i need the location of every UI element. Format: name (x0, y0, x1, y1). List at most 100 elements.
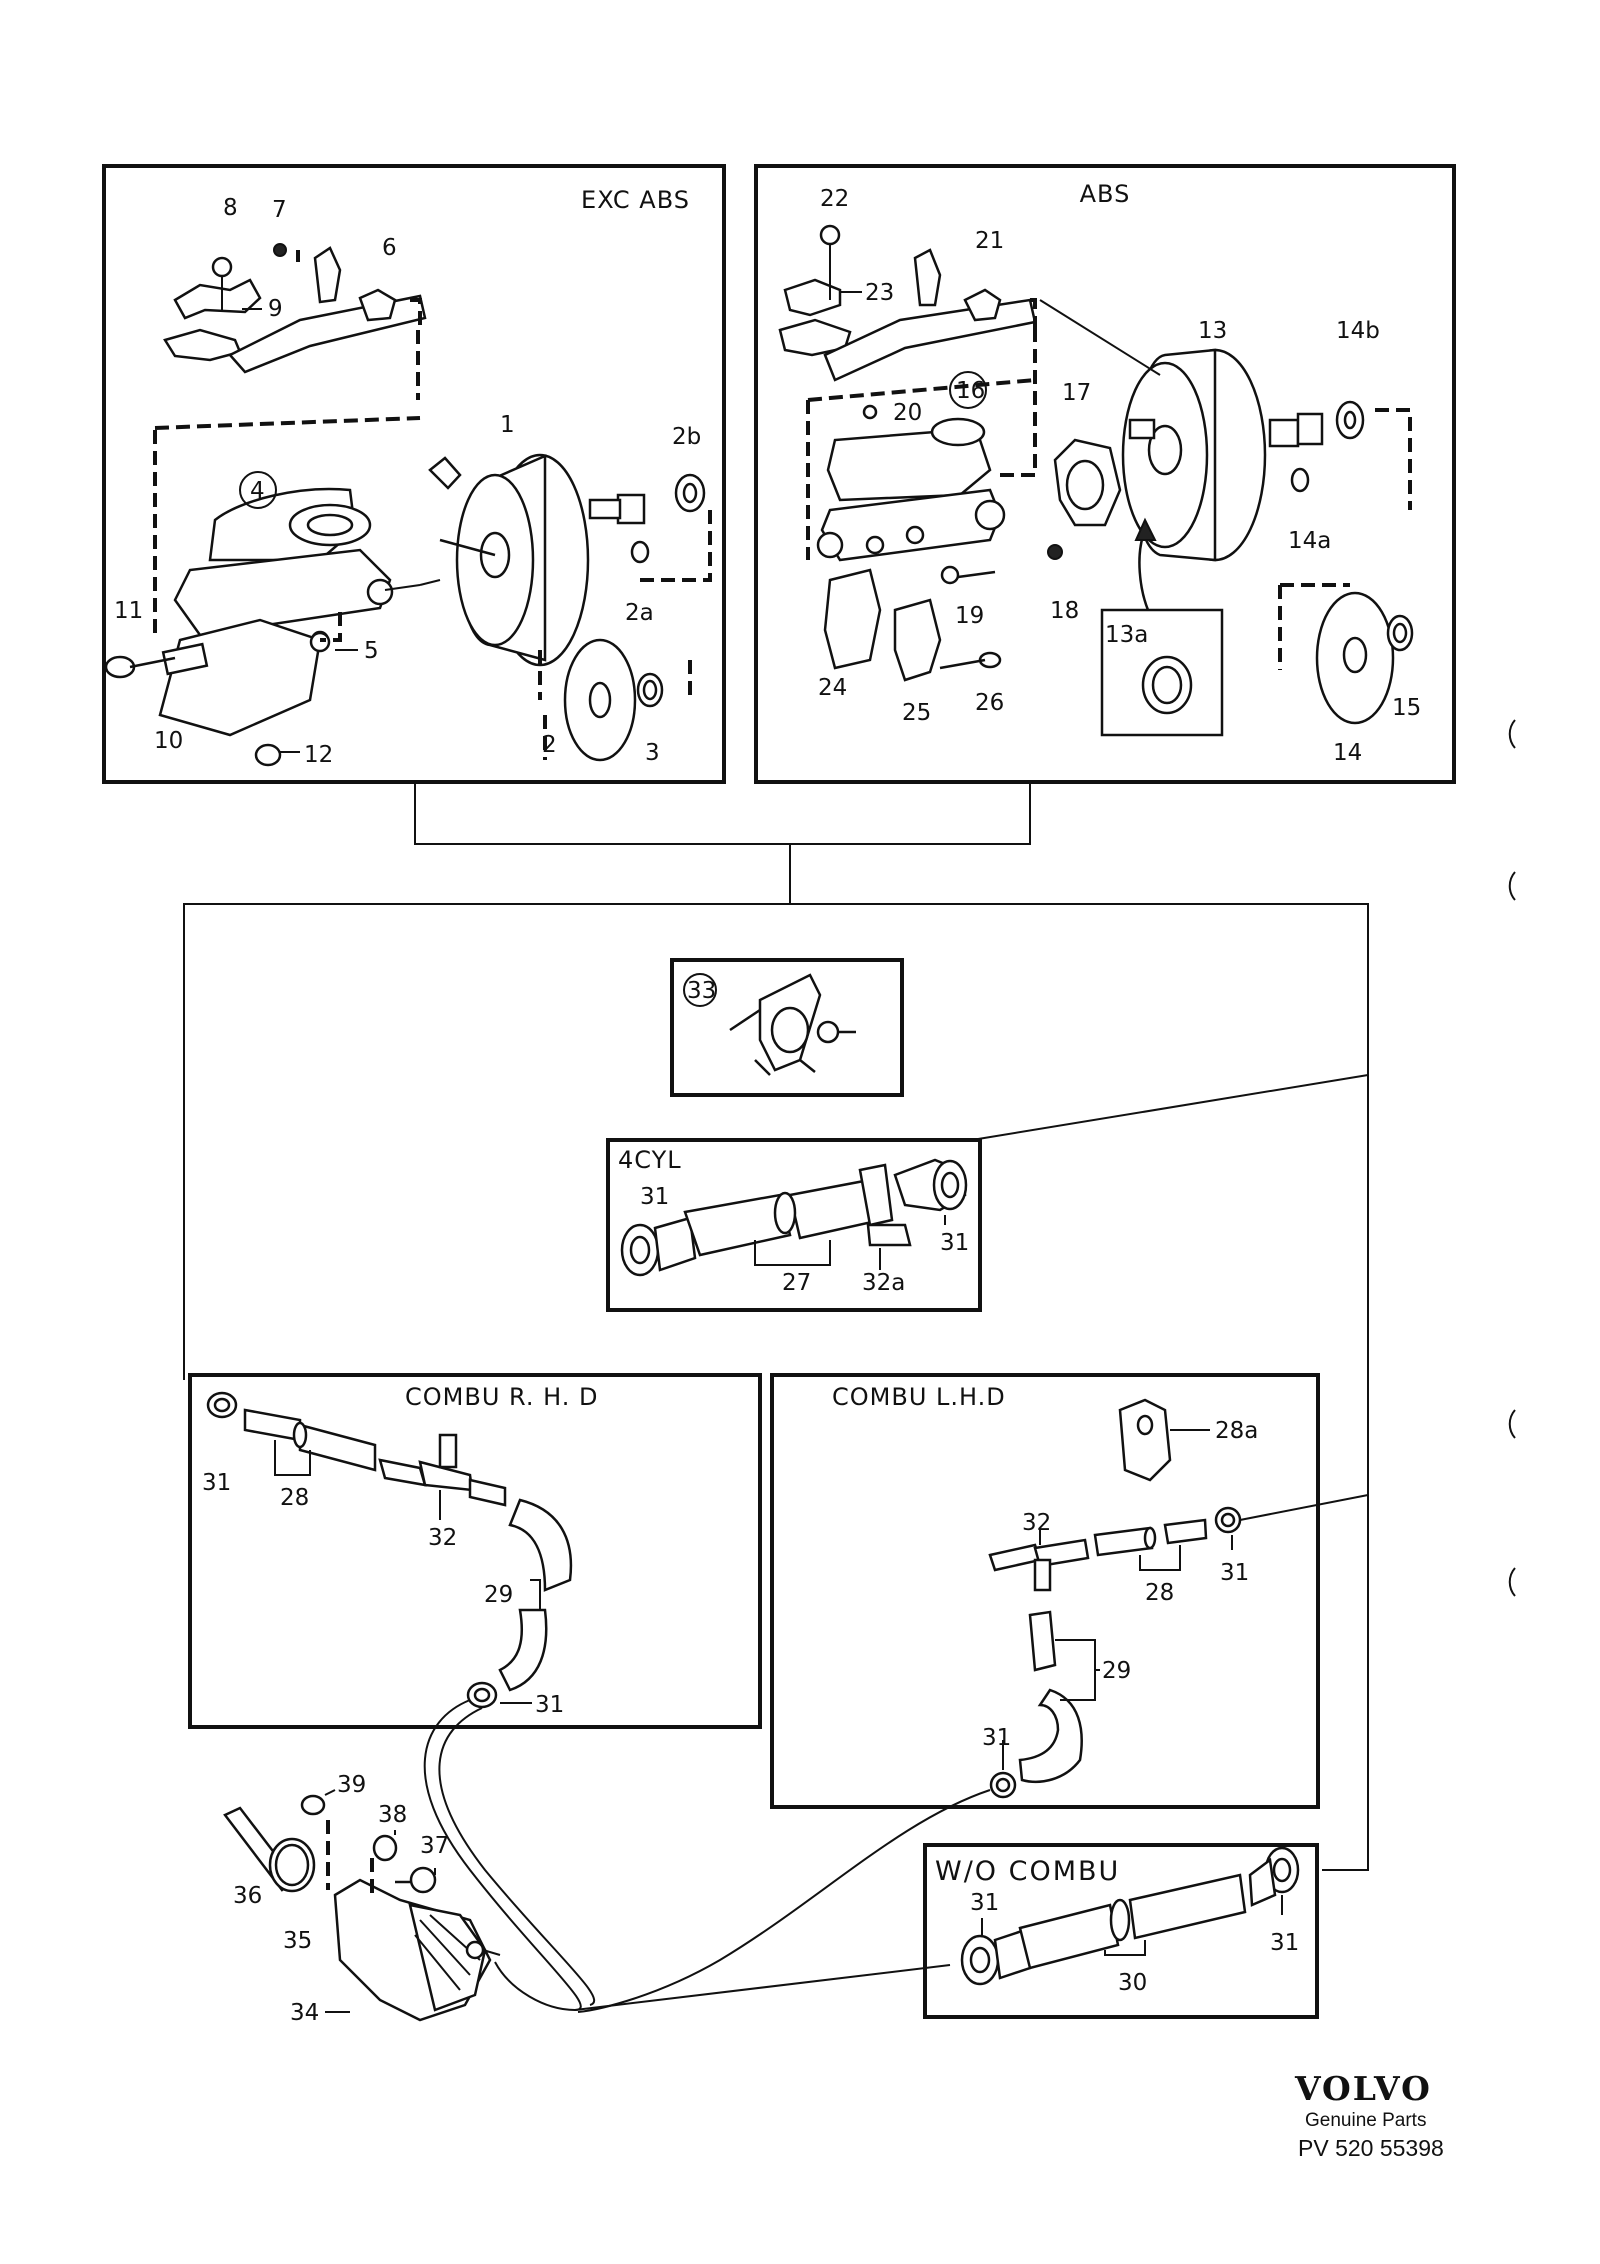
part-label: 4 (250, 478, 265, 504)
panel-combu-lhd-title: COMBU L.H.D (832, 1383, 1006, 1411)
hose-runs (423, 1699, 991, 2013)
part-label: 19 (955, 603, 984, 629)
part-label: 17 (1062, 380, 1091, 406)
inset-13a-frame (1100, 608, 1224, 737)
callout-circle (683, 973, 717, 1007)
screw-head (211, 256, 233, 278)
abs-brake-booster (1121, 348, 1365, 562)
callout-circle (949, 371, 987, 409)
brake-booster (428, 453, 706, 667)
part-label: 14b (1336, 318, 1380, 344)
inset-13a (1100, 517, 1224, 737)
panel-combu-lhd: COMBU L.H.D 28a 32 31 28 29 31 (770, 1373, 1320, 1809)
part-label: 13a (1105, 622, 1148, 648)
part-label: 37 (420, 1833, 449, 1859)
part-label: 7 (272, 197, 287, 223)
inset-33: 33 (670, 958, 904, 1097)
panel-exc-abs: EXC ABS (102, 164, 726, 784)
part-label: 23 (865, 280, 894, 306)
part-label: 2a (625, 600, 654, 626)
vacuum-pump (223, 1794, 501, 2022)
panel-combu-rhd-title: COMBU R. H. D (405, 1383, 598, 1411)
abs-bracket (778, 224, 1037, 382)
part-label: 28 (1145, 1580, 1174, 1606)
part-label: 32a (862, 1270, 905, 1296)
part-label: 31 (202, 1470, 231, 1496)
part-label: 31 (535, 1692, 564, 1718)
nut-icon (254, 743, 282, 767)
part-label: 2b (672, 424, 701, 450)
part-label: 38 (378, 1802, 407, 1828)
panel-wo-combu: W/O COMBU 31 31 30 (923, 1843, 1319, 2019)
nut-icon (300, 1794, 326, 1816)
vacuum-hose (620, 1158, 968, 1277)
panel-abs-title: ABS (1080, 180, 1131, 208)
part-label: 32 (428, 1525, 457, 1551)
part-label: 8 (223, 195, 238, 221)
part-label: 28a (1215, 1418, 1258, 1444)
part-label: 34 (290, 2000, 319, 2026)
part-label: 9 (268, 296, 283, 322)
panel-exc-abs-title: EXC ABS (581, 186, 690, 214)
wo-combu-hose (960, 1846, 1300, 1986)
part-label: 12 (304, 742, 333, 768)
part-label: 31 (640, 1184, 669, 1210)
part-label: 20 (893, 400, 922, 426)
part-label: 31 (1220, 1560, 1249, 1586)
part-label: 13 (1198, 318, 1227, 344)
part-label: 31 (1270, 1930, 1299, 1956)
part-label: 22 (820, 186, 849, 212)
panel-4cyl-frame (606, 1138, 982, 1312)
abs-seal-plate (1315, 591, 1414, 725)
panel-wo-combu-title: W/O COMBU (935, 1856, 1120, 1887)
callout-circle (239, 471, 277, 509)
panel-4cyl: 4CYL 31 27 32a 31 (606, 1138, 982, 1312)
part-label: 27 (782, 1270, 811, 1296)
connector-lines (183, 782, 1369, 1871)
part-number: PV 520 55398 (1298, 2135, 1444, 2161)
panel-combu-lhd-frame (770, 1373, 1320, 1809)
lhd-hose-assembly (988, 1398, 1242, 1799)
margin-marks (1508, 719, 1516, 1597)
part-label: 36 (233, 1883, 262, 1909)
part-label: 29 (1102, 1658, 1131, 1684)
brand-subtitle: Genuine Parts (1305, 2110, 1426, 2131)
part-label: 16 (956, 378, 985, 404)
part-label: 25 (902, 700, 931, 726)
part-label: 18 (1050, 598, 1079, 624)
part-label: 30 (1118, 1970, 1147, 1996)
part-label: 14a (1288, 528, 1331, 554)
part-label: 2 (542, 732, 557, 758)
panel-abs: ABS (754, 164, 1456, 784)
panel-abs-frame (754, 164, 1456, 784)
part-label: 21 (975, 228, 1004, 254)
part-label: 29 (484, 1582, 513, 1608)
part-label: 31 (970, 1890, 999, 1916)
part-label: 32 (1022, 1510, 1051, 1536)
part-label: 28 (280, 1485, 309, 1511)
abs-flange (1047, 438, 1122, 560)
nut-icon (273, 243, 287, 257)
part-label: 10 (154, 728, 183, 754)
washer-icon (372, 1834, 398, 1862)
part-label: 5 (364, 638, 379, 664)
part-label: 1 (500, 412, 515, 438)
part-label: 15 (1392, 695, 1421, 721)
bolt-head (104, 655, 136, 679)
panel-wo-combu-frame (923, 1843, 1319, 2019)
inset-33-frame (670, 958, 904, 1097)
panel-combu-rhd: COMBU R. H. D 31 28 32 29 31 (188, 1373, 762, 1729)
part-label: 26 (975, 690, 1004, 716)
part-label: 33 (687, 978, 716, 1004)
part-label: 35 (283, 1928, 312, 1954)
seal-plate (563, 638, 664, 762)
part-label: 11 (114, 598, 143, 624)
mounting-bracket (163, 243, 427, 374)
part-label: 31 (940, 1230, 969, 1256)
part-label: 39 (337, 1772, 366, 1798)
volvo-logo: VOLVO (1294, 2069, 1432, 2108)
rhd-hose-assembly (206, 1391, 573, 1709)
panel-combu-rhd-frame (188, 1373, 762, 1729)
bolt-head (409, 1866, 437, 1894)
